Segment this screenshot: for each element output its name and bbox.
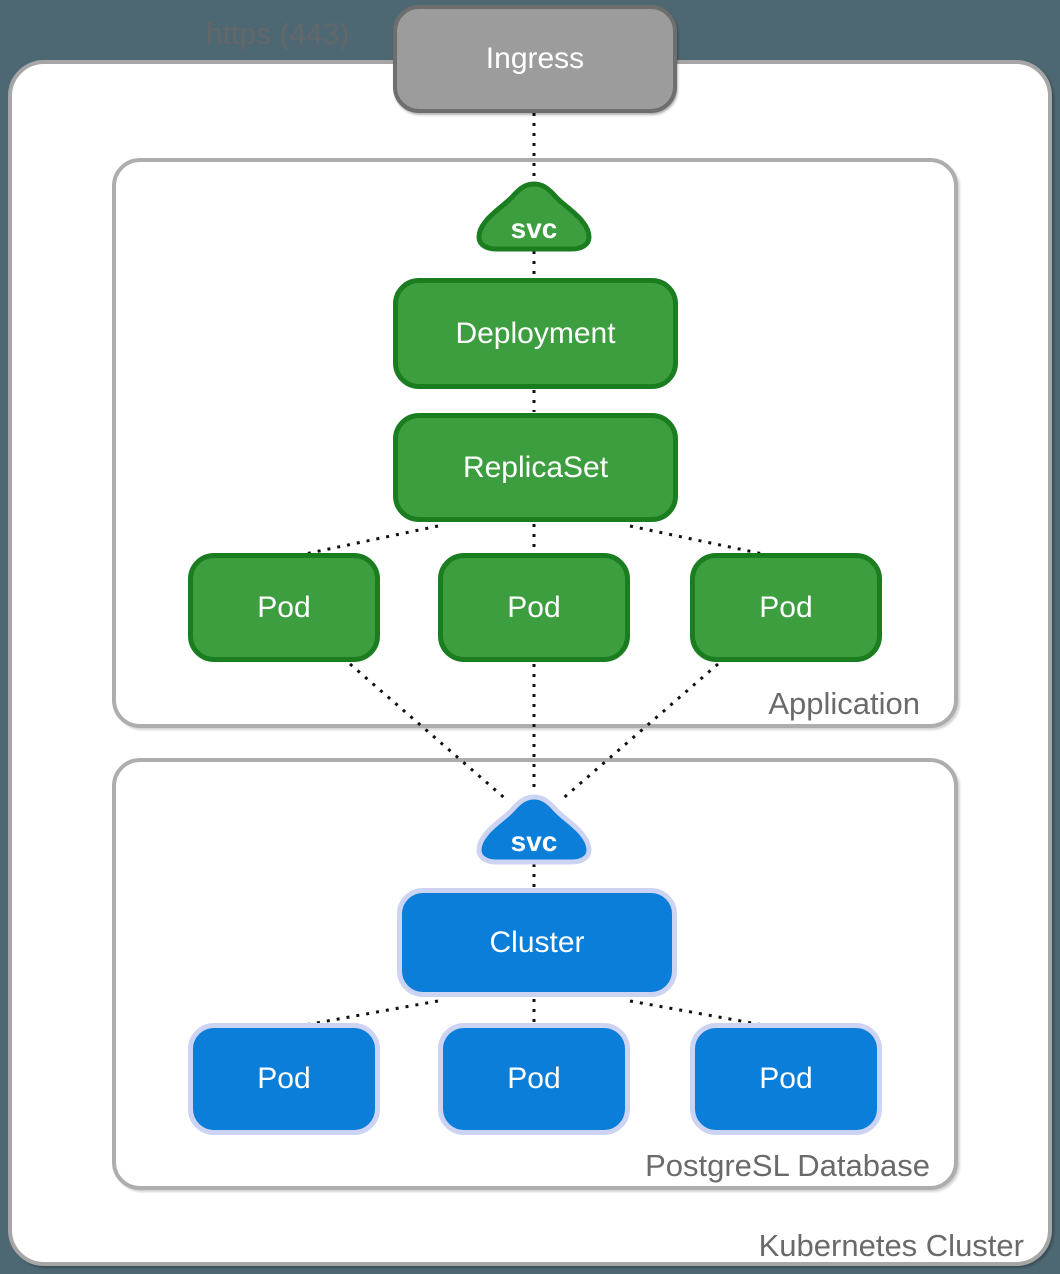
pod-label: Pod [759,590,813,624]
application-svc-node: svc [476,181,592,252]
https-port-label: https (443) [206,18,350,51]
svc-pentagon-shape [476,794,592,865]
pod-label: Pod [507,1062,561,1095]
database-svc-node: svc [476,794,592,865]
ingress-label: Ingress [485,42,585,75]
deployment-label: Deployment [455,316,616,350]
replicaset-node: ReplicaSet [393,413,678,522]
pod-label: Pod [257,590,311,624]
application-svc-label: svc [511,213,558,244]
pod-label: Pod [257,1062,311,1095]
ingress-node: Ingress [393,5,677,113]
svc-pentagon-shape [476,181,592,252]
application-pod-1: Pod [188,553,380,662]
replicaset-label: ReplicaSet [462,450,609,484]
pod-label: Pod [507,590,561,624]
application-pod-2: Pod [438,553,630,662]
database-pod-1: Pod [188,1023,380,1135]
application-pod-3: Pod [690,553,882,662]
database-label: PostgreSL Database [645,1148,930,1183]
kubernetes-cluster-label: Kubernetes Cluster [758,1228,1024,1263]
database-svc-label: svc [511,826,558,857]
application-label: Application [768,686,920,721]
cluster-label: Cluster [489,925,585,959]
database-pod-2: Pod [438,1023,630,1135]
database-pod-3: Pod [690,1023,882,1135]
pod-label: Pod [759,1062,813,1095]
deployment-node: Deployment [393,278,678,389]
database-cluster-node: Cluster [397,888,677,997]
